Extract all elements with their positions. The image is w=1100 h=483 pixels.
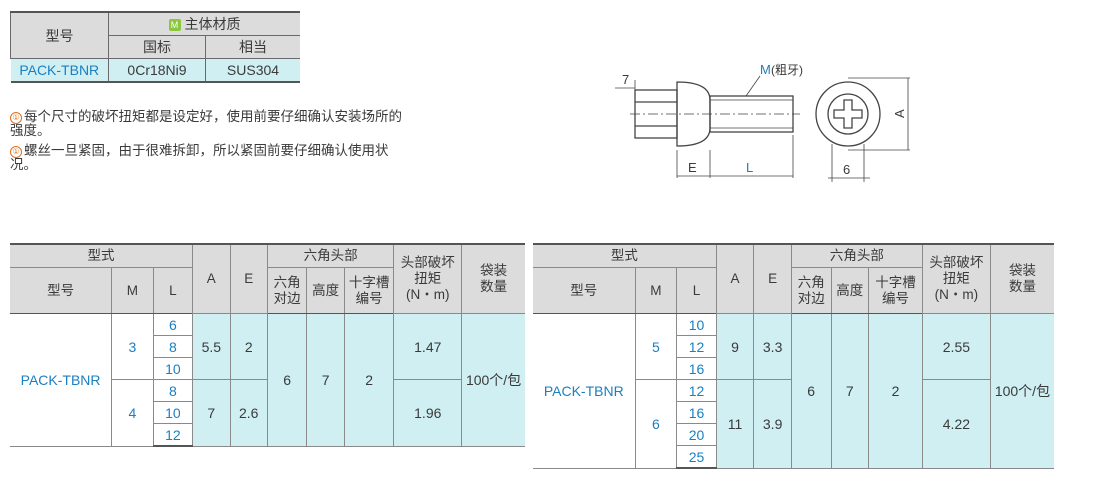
m-cell: 5: [634, 313, 678, 380]
l-header: L: [676, 267, 717, 314]
note-1-text: 每个尺寸的破坏扭矩都是设定好，使用前要仔细确认安装场所的强度。: [10, 109, 402, 138]
model-cell: PACK-TBNR: [10, 313, 113, 447]
torque-cell: 2.55: [921, 313, 991, 380]
bag-cell: 100个/包: [461, 313, 525, 447]
model-header: 型号: [10, 11, 109, 59]
torque-header: 头部破坏扭矩(N・m): [393, 243, 463, 314]
thread-label: M: [760, 62, 771, 77]
a-cell: 7: [192, 379, 231, 447]
dim-A-label: A: [892, 109, 907, 118]
spec-table-right: 型式 A E 六角头部 头部破坏扭矩(N・m) 袋装数量 型号 M L 六角对边…: [533, 243, 1054, 469]
material-header-label: 主体材质: [184, 16, 241, 32]
e-cell: 3.9: [753, 379, 792, 469]
dim-L-label: L: [746, 160, 753, 175]
screw-drawing: 7 M (粗牙) A E L 6: [615, 62, 910, 182]
l-cell: 10: [152, 357, 194, 380]
torque-header: 头部破坏扭矩(N・m): [921, 243, 991, 314]
hex-across-header: 六角对边: [790, 267, 832, 314]
gb-header: 国标: [108, 35, 206, 59]
bag-header: 袋装数量: [461, 243, 525, 314]
model-header: 型号: [10, 267, 113, 314]
thread-note: (粗牙): [771, 63, 803, 77]
type-header: 型式: [10, 243, 194, 268]
torque-cell: 1.96: [393, 379, 463, 447]
cross-cell: 2: [868, 313, 923, 469]
model-header: 型号: [533, 267, 636, 314]
type-header: 型式: [533, 243, 717, 268]
height-cell: 7: [306, 313, 345, 447]
l-cell: 12: [152, 423, 194, 447]
m-header: M: [634, 267, 678, 314]
dim-6-label: 6: [843, 162, 850, 177]
cross-cell: 2: [343, 313, 395, 447]
material-badge-icon: M: [168, 19, 181, 31]
m-cell: 3: [111, 313, 154, 380]
a-cell: 5.5: [192, 313, 231, 380]
l-cell: 12: [676, 379, 717, 402]
l-cell: 12: [676, 335, 717, 358]
height-header: 高度: [306, 267, 345, 314]
dim-E-label: E: [688, 160, 697, 175]
a-header: A: [715, 243, 755, 314]
m-cell: 4: [111, 379, 154, 447]
l-cell: 8: [152, 335, 194, 358]
model-cell: PACK-TBNR: [533, 313, 636, 469]
equiv-header: 相当: [205, 35, 300, 59]
material-model-value: PACK-TBNR: [10, 58, 109, 83]
e-cell: 2: [229, 313, 268, 380]
m-cell: 6: [634, 379, 678, 469]
height-cell: 7: [830, 313, 870, 469]
torque-cell: 4.22: [921, 379, 991, 469]
e-header: E: [229, 243, 268, 314]
cross-recess-shape: [833, 99, 863, 129]
bag-cell: 100个/包: [989, 313, 1054, 469]
l-cell: 20: [676, 423, 717, 446]
hex-across-cell: 6: [790, 313, 832, 469]
l-cell: 16: [676, 401, 717, 424]
hex-across-header: 六角对边: [266, 267, 308, 314]
head-end-view-outer: [815, 81, 881, 147]
a-header: A: [192, 243, 231, 314]
l-cell: 10: [152, 401, 194, 424]
hex-head-header: 六角头部: [790, 243, 923, 268]
equiv-value: SUS304: [205, 58, 300, 83]
l-cell: 16: [676, 357, 717, 380]
l-header: L: [152, 267, 194, 314]
dim-7-label: 7: [622, 72, 629, 87]
a-cell: 9: [715, 313, 755, 380]
l-cell: 8: [152, 379, 194, 402]
cross-header: 十字槽编号: [868, 267, 923, 314]
l-cell: 25: [676, 445, 717, 469]
e-cell: 2.6: [229, 379, 268, 447]
e-cell: 3.3: [753, 313, 792, 380]
l-cell: 6: [152, 313, 194, 336]
hex-across-cell: 6: [266, 313, 308, 447]
hex-head-header: 六角头部: [266, 243, 395, 268]
m-header: M: [111, 267, 154, 314]
spec-table-left: 型式 A E 六角头部 头部破坏扭矩(N・m) 袋装数量 型号 M L 六角对边…: [10, 243, 525, 447]
bag-header: 袋装数量: [989, 243, 1054, 314]
cross-header: 十字槽编号: [343, 267, 395, 314]
torque-cell: 1.47: [393, 313, 463, 380]
l-cell: 10: [676, 313, 717, 336]
e-header: E: [753, 243, 792, 314]
a-cell: 11: [715, 379, 755, 469]
gb-value: 0Cr18Ni9: [108, 58, 206, 83]
height-header: 高度: [830, 267, 870, 314]
note-2-text: 螺丝一旦紧固，由于很难拆卸，所以紧固前要仔细确认使用状况。: [10, 143, 389, 172]
